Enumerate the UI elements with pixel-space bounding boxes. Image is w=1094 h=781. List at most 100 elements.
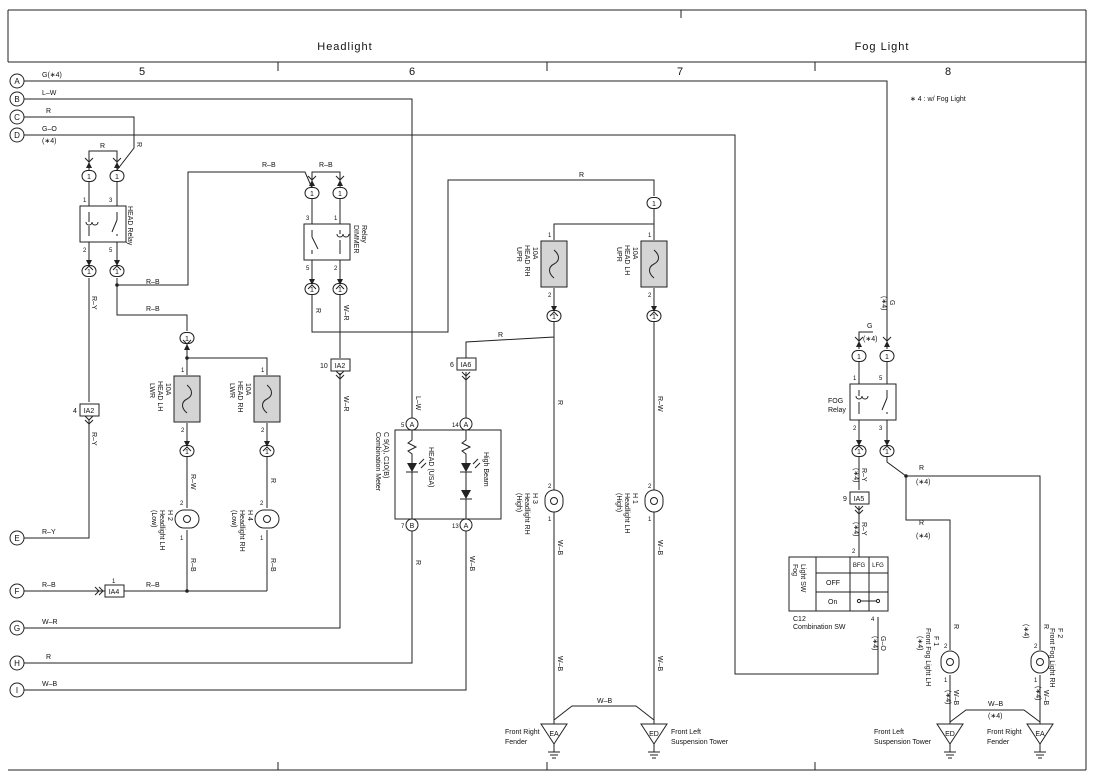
- svg-text:4: 4: [73, 408, 77, 415]
- svg-text:Headlight LH: Headlight LH: [158, 510, 165, 550]
- svg-text:1: 1: [853, 376, 857, 382]
- svg-text:High Beam: High Beam: [482, 452, 489, 487]
- column-number-5: 5: [139, 66, 145, 78]
- fog-relay: 1 5 2 3 FOG Relay: [828, 376, 897, 432]
- svg-text:W–B: W–B: [656, 656, 663, 672]
- svg-text:I: I: [16, 686, 18, 695]
- svg-text:2: 2: [852, 549, 856, 555]
- svg-text:9: 9: [843, 496, 847, 503]
- svg-text:1: 1: [181, 368, 185, 374]
- headlight-h2-lh-low: 2 1 H 2 Headlight LH (Low): [150, 501, 200, 550]
- svg-text:IA4: IA4: [109, 589, 120, 596]
- svg-text:1: 1: [648, 517, 652, 523]
- svg-text:Fender: Fender: [505, 739, 528, 746]
- svg-text:1: 1: [648, 233, 652, 239]
- svg-text:1: 1: [338, 287, 342, 294]
- fog-relay-label-1: FOG: [828, 398, 843, 405]
- svg-text:Fog: Fog: [791, 564, 798, 576]
- terminal-h: H: [9, 655, 25, 671]
- wire-color-labels: R R R–B R–B R–B R–B R–Y R–Y R W–R W–R L–…: [90, 142, 1049, 720]
- svg-text:1: 1: [260, 536, 264, 542]
- svg-text:W–R: W–R: [42, 619, 58, 626]
- svg-text:G–O: G–O: [42, 126, 57, 133]
- ground-ea-1: EA Front Right Fender: [505, 723, 568, 759]
- svg-text:W–B: W–B: [988, 701, 1004, 708]
- svg-text:Headlight LH: Headlight LH: [623, 493, 630, 533]
- svg-text:Combination Meter: Combination Meter: [374, 432, 381, 492]
- svg-text:Front Fog Light LH: Front Fog Light LH: [924, 628, 931, 686]
- svg-text:1: 1: [652, 201, 656, 208]
- svg-text:A: A: [410, 422, 415, 429]
- svg-text:A: A: [464, 422, 469, 429]
- svg-text:EA: EA: [1035, 731, 1045, 738]
- svg-text:W–B: W–B: [597, 698, 613, 705]
- dimmer-relay: 3 1 5 2 DIMMER Relay: [303, 216, 367, 272]
- svg-text:HEAD RH: HEAD RH: [236, 381, 243, 413]
- head-relay: 1 3 2 5 HEAD Relay: [79, 198, 133, 254]
- svg-text:R–B: R–B: [319, 162, 333, 169]
- svg-text:(∗4): (∗4): [871, 636, 878, 650]
- svg-text:R–B: R–B: [146, 279, 160, 286]
- svg-text:(∗4): (∗4): [916, 533, 930, 540]
- svg-text:G–O: G–O: [879, 636, 886, 651]
- svg-text:(∗4): (∗4): [1034, 686, 1041, 700]
- svg-text:R–B: R–B: [146, 582, 160, 589]
- svg-text:10: 10: [320, 363, 328, 370]
- dimmer-relay-label-1: DIMMER: [352, 225, 359, 253]
- svg-text:R–Y: R–Y: [860, 468, 867, 482]
- svg-text:1: 1: [112, 579, 116, 585]
- svg-text:Light SW: Light SW: [799, 564, 806, 593]
- svg-text:2: 2: [261, 428, 265, 434]
- fuse-head-lh-upr: 1 2 10A HEAD LH UPR: [615, 233, 668, 299]
- connector-labels: 1 1 1 1 1 1 1 1 1 1 1 1 1 1 1 1 1 1: [87, 174, 889, 456]
- svg-text:R–B: R–B: [146, 306, 160, 313]
- wires: [24, 80, 1041, 724]
- svg-text:L–W: L–W: [42, 90, 57, 97]
- svg-text:H 1: H 1: [631, 493, 638, 504]
- svg-text:W–B: W–B: [556, 540, 563, 556]
- svg-text:W–B: W–B: [468, 556, 475, 572]
- ground-ea-2: EA Front Right Fender: [987, 723, 1054, 759]
- svg-text:2: 2: [1034, 644, 1038, 650]
- front-fog-light-lh: 2 1 F 1 Front Fog Light LH (∗4): [916, 628, 960, 686]
- svg-text:6: 6: [450, 362, 454, 369]
- svg-text:1: 1: [310, 287, 314, 294]
- svg-text:Front Right: Front Right: [987, 729, 1022, 736]
- svg-text:(High): (High): [515, 493, 522, 512]
- svg-text:2: 2: [181, 428, 185, 434]
- connector-ia2-dimmer: IA2 10: [320, 358, 351, 380]
- svg-text:R–W: R–W: [656, 396, 663, 412]
- svg-text:1: 1: [87, 269, 91, 276]
- svg-text:(∗4): (∗4): [1022, 624, 1029, 638]
- svg-text:(High): (High): [615, 493, 622, 512]
- svg-text:W–B: W–B: [656, 540, 663, 556]
- connector-ia5: IA5 9: [843, 491, 870, 515]
- svg-text:2: 2: [648, 293, 652, 299]
- svg-text:2: 2: [260, 501, 264, 507]
- svg-text:LWR: LWR: [228, 383, 235, 398]
- svg-text:5: 5: [109, 248, 113, 254]
- svg-text:HEAD LH: HEAD LH: [156, 381, 163, 411]
- connector-ia6: IA6 6: [450, 357, 477, 381]
- svg-text:C: C: [14, 113, 20, 122]
- svg-text:10A: 10A: [164, 383, 171, 396]
- svg-text:1: 1: [180, 536, 184, 542]
- svg-text:Headlight RH: Headlight RH: [238, 510, 245, 552]
- svg-text:W–R: W–R: [342, 305, 349, 321]
- svg-text:R: R: [498, 332, 503, 339]
- svg-text:Front Left: Front Left: [874, 729, 904, 736]
- svg-text:R: R: [919, 465, 924, 472]
- svg-text:2: 2: [334, 266, 338, 272]
- svg-text:A: A: [464, 523, 469, 530]
- terminals: A B C D E F G H I: [9, 73, 25, 698]
- svg-text:10A: 10A: [244, 383, 251, 396]
- svg-text:IA6: IA6: [461, 362, 472, 369]
- section-title-fog-light: Fog Light: [855, 41, 910, 53]
- svg-text:A: A: [14, 77, 20, 86]
- terminal-e: E: [9, 530, 25, 546]
- svg-text:H 3: H 3: [531, 493, 538, 504]
- column-number-6: 6: [409, 66, 415, 78]
- svg-text:2: 2: [83, 248, 87, 254]
- section-title-headlight: Headlight: [317, 41, 372, 53]
- svg-text:EA: EA: [549, 731, 559, 738]
